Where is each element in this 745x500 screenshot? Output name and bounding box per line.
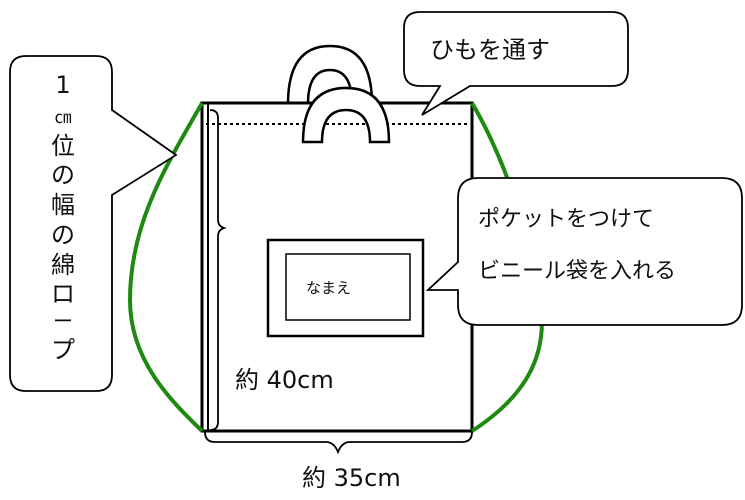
- rope-char: プ: [51, 336, 75, 364]
- rope-char: 綿: [51, 251, 75, 279]
- rope-char: 位: [51, 132, 75, 160]
- rope-char: 幅: [51, 191, 75, 219]
- height-brace: [209, 109, 227, 431]
- height-label: 約 40cm: [235, 366, 334, 394]
- rope-char: ㎝: [55, 108, 72, 128]
- pocket-callout: [425, 177, 743, 326]
- front-handle-front: [301, 86, 391, 144]
- width-brace: [204, 431, 473, 455]
- rope-callout-text: 1 ㎝ 位 の 幅 の 綿 ロ ー プ: [51, 71, 75, 364]
- rope-callout: [9, 55, 178, 392]
- name-tag-label: なまえ: [306, 279, 351, 297]
- rope-char: ー: [53, 309, 73, 333]
- rope-char: 1: [55, 71, 70, 99]
- rope-char: の: [51, 221, 75, 249]
- pocket-label-line1: ポケットをつけて: [478, 207, 654, 232]
- pocket-label-line2: ビニール袋を入れる: [478, 259, 676, 284]
- width-label: 約 35cm: [302, 464, 401, 492]
- rope-char: ロ: [51, 280, 75, 308]
- string-label: ひもを通す: [430, 36, 550, 64]
- rope-char: の: [51, 161, 75, 189]
- name-tag: [285, 253, 411, 321]
- string-callout: [403, 11, 629, 116]
